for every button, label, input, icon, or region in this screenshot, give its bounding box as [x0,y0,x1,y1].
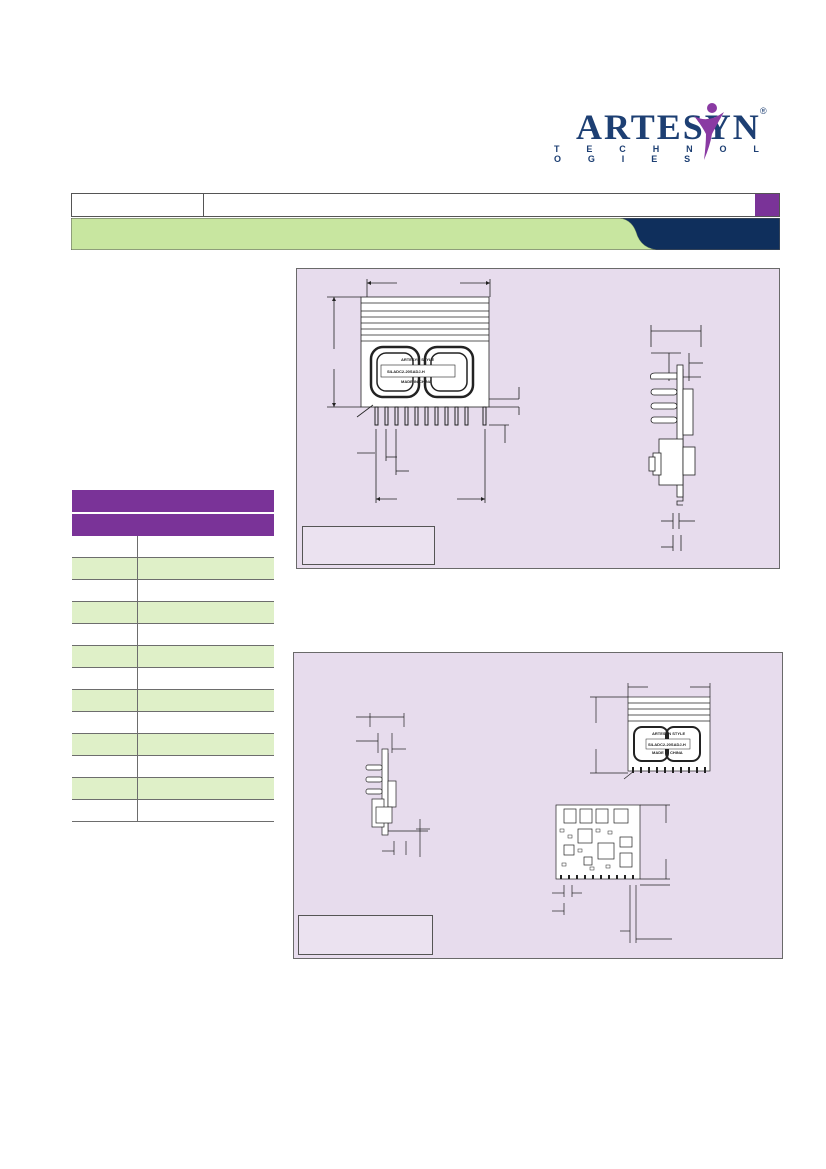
mechanical-drawing-bottom: ARTESYN STYLE SILADC2-20SADJ-H MADE IN C… [293,652,783,959]
drawing-note-box [302,526,435,565]
header-box [71,193,780,217]
drawing-bottom-svg: ARTESYN STYLE SILADC2-20SADJ-H MADE IN C… [356,683,711,943]
table-row [72,580,274,602]
module-label-line1: ARTESYN STYLE [401,357,434,362]
table-row [72,668,274,690]
table-row [72,778,274,800]
table-row [72,536,274,558]
mechanical-drawing-top: ARTESYN STYLE SILADC2-20SADJ-H MADE IN C… [296,268,780,569]
table-row [72,756,274,778]
logo-figure-icon [694,103,724,160]
logo-registered-mark: ® [760,106,767,116]
logo-wordmark: ARTESYN [576,107,761,147]
artesyn-logo: ARTESYN ® T E C H N O L O G I E S [554,100,800,164]
logo-tagline: T E C H N O L O G I E S [554,144,771,164]
table-row [72,558,274,580]
drawing-note-box-bottom [298,915,433,955]
module-label-line1-bottom: ARTESYN STYLE [652,731,685,736]
table-row [72,800,274,822]
header-divider [203,193,204,217]
spec-table [72,490,274,822]
table-row [72,624,274,646]
header-band [71,218,780,250]
module-label-line2-bottom: SILADC2-20SADJ-H [648,742,686,747]
table-subheader [72,514,274,536]
table-row [72,712,274,734]
header-accent-block [755,194,779,216]
table-row [72,646,274,668]
module-label-line3: MADE IN CHINA [401,379,432,384]
drawing-top-svg: ARTESYN STYLE SILADC2-20SADJ-H MADE IN C… [327,279,703,551]
module-label-line3-bottom: MADE IN CHINA [652,750,683,755]
table-row [72,602,274,624]
table-header [72,490,274,512]
table-row [72,734,274,756]
module-label-line2: SILADC2-20SADJ-H [387,369,425,374]
table-row [72,690,274,712]
